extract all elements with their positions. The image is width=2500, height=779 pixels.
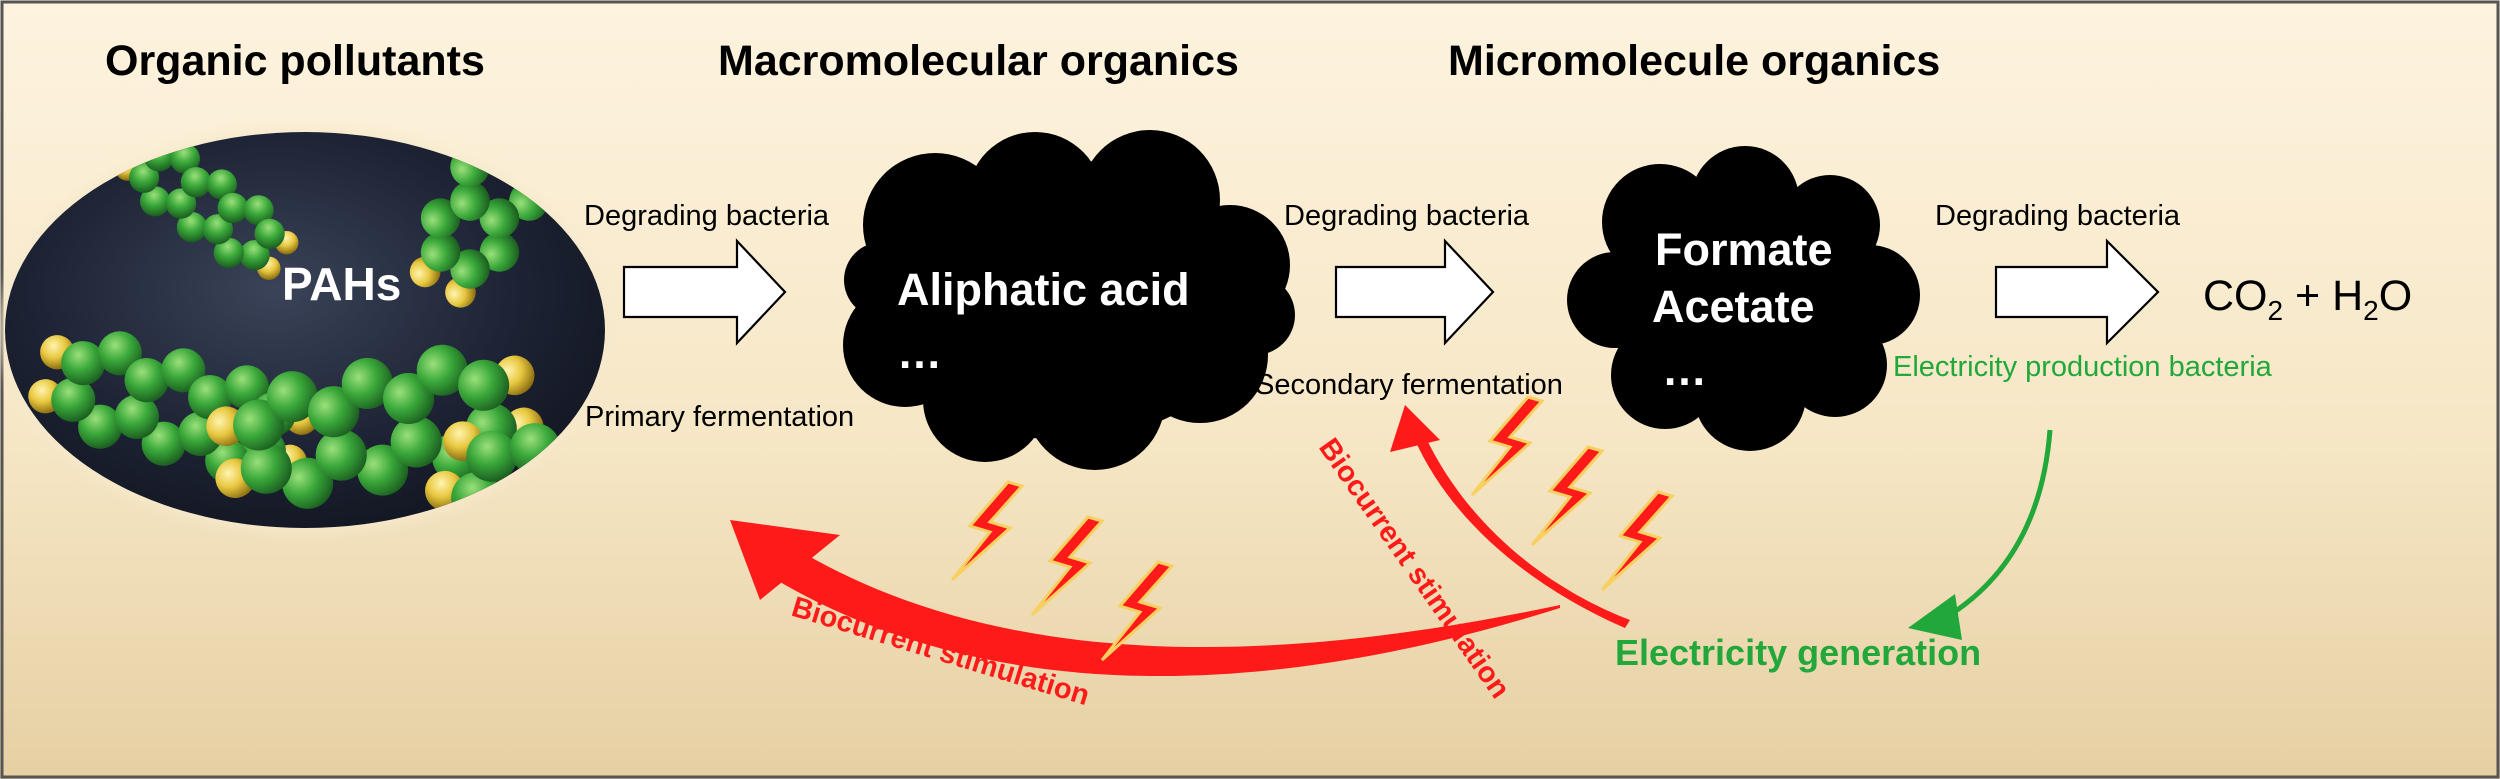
carbon-atom: [243, 195, 274, 226]
lightning-bolt-icon: [1530, 445, 1605, 547]
carbon-atom: [479, 232, 520, 272]
carbon-atom: [169, 143, 200, 174]
biocurrent-arrow-small-head: [1390, 405, 1440, 452]
header-organic-pollutants: Organic pollutants: [105, 37, 485, 85]
carbon-atom: [233, 399, 285, 451]
lightning-bolt-icon: [1600, 490, 1675, 592]
cloud-formate-line2: Acetate: [1652, 281, 1815, 332]
pahs-label: PAHs: [282, 258, 401, 310]
carbon-atom: [315, 429, 367, 481]
arrow-to-electricity-generation-head: [1908, 594, 1962, 640]
carbon-atom: [217, 192, 248, 224]
carbon-atom: [420, 232, 461, 272]
product-co2-h2o: CO2 + H2O: [2203, 272, 2412, 326]
lightning-bolt-icon: [1030, 515, 1105, 617]
carbon-atom: [129, 162, 160, 193]
carbon-atom: [224, 365, 269, 410]
carbon-atom: [357, 444, 409, 496]
carbon-atom: [180, 167, 211, 198]
cloud-aliphatic-line1: Aliphatic acid: [897, 264, 1190, 315]
carbon-atom: [390, 416, 442, 468]
biocurrent-arrow-big-head: [730, 520, 840, 600]
carbon-atom: [479, 198, 520, 238]
lightning-bolt-icon: [1100, 560, 1175, 662]
label-degrading-bacteria-1: Degrading bacteria: [584, 200, 830, 232]
cloud-formate-acetate: [1567, 146, 1920, 451]
carbon-atom: [383, 372, 435, 425]
arrow-secondary: [1334, 238, 1495, 346]
carbon-atom: [308, 386, 360, 438]
header-macromolecular-organics: Macromolecular organics: [718, 37, 1239, 85]
carbon-atom: [61, 341, 106, 386]
carbon-atom: [114, 394, 159, 439]
carbon-atom: [458, 359, 510, 411]
carbon-atom: [416, 344, 468, 396]
carbon-atom: [282, 457, 334, 509]
label-electricity-generation: Electricity generation: [1615, 632, 1981, 673]
carbon-atom: [141, 421, 186, 466]
carbon-atom: [466, 430, 518, 482]
label-secondary-fermentation: Secondary fermentation: [1255, 369, 1563, 401]
arrow-final: [1994, 238, 2160, 346]
carbon-atom: [239, 240, 270, 271]
cloud-aliphatic-acid: [843, 130, 1295, 470]
carbon-atom: [161, 348, 206, 393]
cloud-formate-line1: Formate: [1655, 224, 1833, 275]
label-electricity-production-bacteria: Electricity production bacteria: [1893, 351, 2273, 383]
carbon-atom: [124, 358, 169, 403]
pah-molecule-image: [1, 128, 609, 532]
cloud-formate-line3: …: [1662, 344, 1707, 395]
carbon-atom: [78, 404, 123, 449]
lightning-bolt-icon: [950, 480, 1025, 582]
carbon-atom: [450, 181, 490, 221]
carbon-atom: [420, 198, 461, 238]
carbon-atom: [341, 357, 393, 409]
lightning-bolts: [950, 395, 1675, 662]
carbon-atom: [240, 442, 292, 494]
carbon-atom: [202, 214, 233, 245]
carbon-atom: [266, 371, 318, 423]
label-degrading-bacteria-2: Degrading bacteria: [1284, 200, 1530, 232]
header-micromolecule-organics: Micromolecule organics: [1448, 37, 1940, 85]
arrow-primary: [622, 238, 787, 346]
label-primary-fermentation: Primary fermentation: [585, 401, 854, 433]
carbon-atom: [254, 218, 285, 249]
cloud-aliphatic-line2: …: [897, 327, 942, 378]
biocurrent-arrow-big: [760, 545, 1560, 677]
carbon-atom: [206, 169, 237, 200]
lightning-bolt-icon: [1470, 395, 1545, 497]
carbon-atom: [213, 237, 244, 268]
carbon-atom: [97, 331, 142, 376]
arrow-to-electricity-generation: [1943, 429, 2053, 621]
carbon-atom: [165, 188, 197, 219]
carbon-atom: [51, 377, 96, 422]
carbon-atom: [450, 249, 490, 289]
carbon-atom: [140, 186, 171, 217]
label-degrading-bacteria-3: Degrading bacteria: [1935, 200, 2181, 232]
carbon-atom: [176, 212, 208, 243]
